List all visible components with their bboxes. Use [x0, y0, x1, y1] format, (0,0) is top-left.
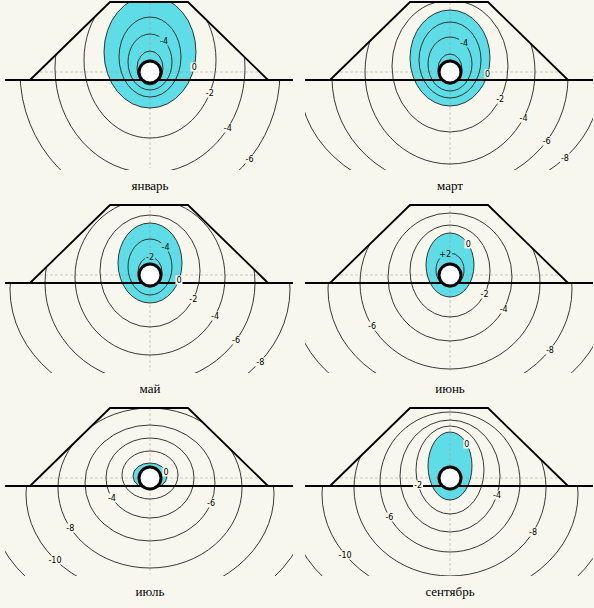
isotherm-value: -4 — [519, 114, 529, 123]
isotherm-value: -4 — [499, 305, 509, 314]
axis-line — [450, 408, 451, 574]
isotherm-value: -4 — [223, 124, 233, 133]
isotherm — [55, 0, 245, 173]
isotherm-value: 0 — [465, 240, 472, 249]
isotherm-value: -2 — [188, 295, 198, 304]
frozen-zone — [428, 432, 472, 500]
pipe — [439, 61, 461, 83]
month-caption: май — [138, 381, 163, 397]
isotherm-value: -10 — [47, 555, 62, 564]
isotherm — [0, 378, 310, 608]
isotherm-group — [292, 173, 594, 417]
month-caption: июнь — [433, 381, 467, 397]
axis-line — [150, 205, 151, 371]
isotherm — [75, 199, 225, 355]
isotherm-value: -4 — [161, 243, 171, 252]
month-caption: январь — [129, 178, 170, 194]
axis-line — [150, 408, 151, 574]
isotherm — [106, 438, 194, 518]
isotherm-value: -8 — [65, 524, 75, 533]
isotherm-value: -6 — [245, 154, 255, 163]
isotherm-value: -8 — [528, 528, 538, 537]
isotherm-group — [288, 376, 594, 608]
month-caption: июль — [134, 584, 167, 600]
isotherm-value: -8 — [545, 345, 555, 354]
isotherm-value: -2 — [145, 253, 155, 262]
isotherm — [365, 0, 535, 164]
isotherm-value: -8 — [255, 357, 265, 366]
isotherm — [288, 376, 594, 608]
isotherm-value: -2 — [480, 290, 490, 299]
isotherm-value: -2 — [205, 89, 215, 98]
isotherm-value: -6 — [384, 513, 394, 522]
isotherm — [300, 0, 594, 199]
isotherm — [118, 223, 182, 303]
isotherm — [137, 51, 163, 85]
isotherm-value: -8 — [560, 153, 570, 162]
isotherm-value: -2 — [413, 481, 423, 490]
isotherm — [26, 392, 274, 596]
isotherm-group — [10, 171, 290, 407]
isotherm — [138, 257, 162, 287]
isotherm-value: -10 — [338, 550, 353, 559]
isotherm-value: 0 — [191, 62, 198, 71]
isotherm-value: -4 — [459, 39, 469, 48]
isotherm-group — [10, 0, 290, 207]
isotherm — [354, 400, 546, 576]
pipe — [139, 467, 161, 489]
isotherm — [332, 0, 568, 188]
isotherm — [388, 213, 512, 341]
axis-line — [450, 2, 451, 168]
isotherm-value: 0 — [484, 70, 491, 79]
isotherm — [104, 0, 196, 108]
isotherm — [328, 183, 572, 395]
isotherm-value: -4 — [492, 491, 502, 500]
isotherm — [292, 173, 594, 417]
isotherm — [428, 37, 472, 91]
pipe — [439, 264, 461, 286]
isotherm-value: 0 — [463, 440, 470, 449]
isotherm-group — [0, 378, 310, 608]
isotherm-value: -6 — [542, 137, 552, 146]
isotherm — [10, 171, 290, 407]
isotherm — [119, 17, 181, 97]
pipe — [139, 264, 161, 286]
isotherm — [428, 432, 472, 500]
isotherm — [20, 0, 280, 207]
isotherm — [416, 426, 484, 514]
isotherm — [426, 233, 474, 297]
isotherm-value: -4 — [159, 36, 169, 45]
isotherm-value: -4 — [210, 312, 220, 321]
month-caption: март — [435, 178, 465, 194]
isotherm — [122, 451, 178, 499]
isotherm — [128, 34, 172, 90]
isotherm-value: -6 — [206, 498, 216, 507]
isotherm — [438, 54, 462, 84]
isotherm — [392, 0, 508, 132]
isotherm — [100, 215, 200, 327]
isotherm-value: -4 — [107, 494, 117, 503]
pipe — [139, 61, 161, 83]
isotherm-value: -2 — [495, 95, 505, 104]
isotherm — [419, 22, 481, 98]
isotherm — [322, 388, 578, 600]
isotherm-value: -6 — [231, 336, 241, 345]
isotherm-value: +2 — [438, 250, 452, 259]
isotherm-value: -6 — [367, 322, 377, 331]
isotherm — [400, 420, 500, 532]
isotherm-group — [300, 0, 594, 199]
isotherm — [85, 425, 215, 541]
isotherm-value: 0 — [175, 275, 182, 284]
pipe — [439, 467, 461, 489]
isotherm — [128, 239, 172, 295]
isotherm — [410, 225, 490, 317]
isotherm-value: 0 — [162, 467, 169, 476]
month-caption: сентябрь — [423, 584, 476, 600]
isotherm — [410, 10, 490, 106]
axis-line — [450, 205, 451, 371]
isotherm — [84, 0, 216, 138]
isotherm — [380, 412, 520, 552]
